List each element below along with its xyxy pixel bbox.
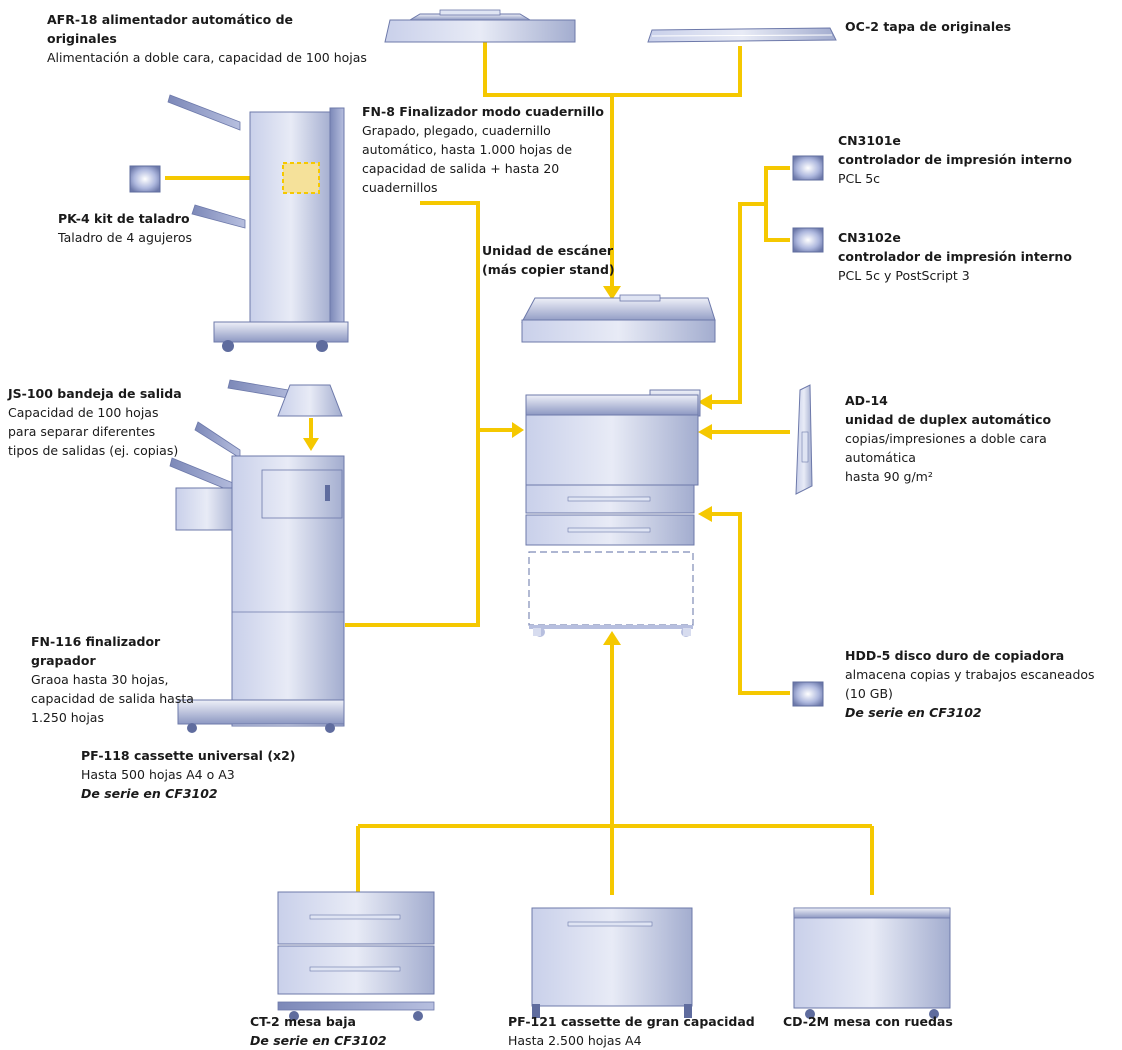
connector-bottom xyxy=(356,640,874,895)
fn116-title: FN-116 finalizador grapador xyxy=(31,634,161,668)
ct2-device xyxy=(277,891,435,1021)
cn3102e-title: CN3102e xyxy=(838,230,901,245)
js100-title: JS-100 bandeja de salida xyxy=(8,386,182,401)
pf118-std: De serie en CF3102 xyxy=(81,786,218,801)
cn3102e-subtitle: controlador de impresión interno xyxy=(838,249,1072,264)
fn8-label: FN-8 Finalizador modo cuadernillo Grapad… xyxy=(362,102,612,197)
pf121-title: PF-121 cassette de gran capacidad xyxy=(508,1014,755,1029)
afr18-device xyxy=(384,9,576,43)
ad14-desc2: hasta 90 g/m² xyxy=(845,469,933,484)
ct2-title: CT-2 mesa baja xyxy=(250,1014,356,1029)
cd2m-label: CD-2M mesa con ruedas xyxy=(783,1012,983,1031)
js100-device xyxy=(227,379,343,417)
ad14-label: AD-14 unidad de duplex automático copias… xyxy=(845,391,1065,486)
ad14-desc: copias/impresiones a doble cara automáti… xyxy=(845,431,1047,465)
pk4-label: PK-4 kit de taladro Taladro de 4 agujero… xyxy=(58,209,258,247)
connector-cn3101e xyxy=(764,166,790,242)
cn3101e-desc: PCL 5c xyxy=(838,171,881,186)
fn116-label: FN-116 finalizador grapador Graoa hasta … xyxy=(31,632,216,727)
connector-fn116 xyxy=(345,430,480,627)
main-copier xyxy=(525,389,701,637)
scanner-subtitle: (más copier stand) xyxy=(482,262,615,277)
pf118-title: PF-118 cassette universal (x2) xyxy=(81,748,296,763)
cn3102e-desc: PCL 5c y PostScript 3 xyxy=(838,268,970,283)
oc2-title: OC-2 tapa de originales xyxy=(845,19,1012,34)
arrowhead-hdd5 xyxy=(698,506,712,522)
ct2-std: De serie en CF3102 xyxy=(250,1033,387,1048)
ad14-subtitle: unidad de duplex automático xyxy=(845,412,1052,427)
connector-lines xyxy=(165,42,874,895)
arrowhead-scanner xyxy=(603,286,621,300)
hdd5-desc: almacena copias y trabajos escaneados (1… xyxy=(845,667,1095,701)
scanner-device xyxy=(521,294,716,343)
connector-oc2 xyxy=(612,46,742,97)
afr18-label: AFR-18 alimentador automático de origina… xyxy=(47,10,367,67)
connector-fn8 xyxy=(420,201,515,432)
cn3101e-chip-icon xyxy=(792,155,824,181)
pk4-title: PK-4 kit de taladro xyxy=(58,211,190,226)
hdd5-std: De serie en CF3102 xyxy=(845,705,982,720)
ad14-device xyxy=(795,384,813,495)
hdd5-label: HDD-5 disco duro de copiadora almacena c… xyxy=(845,646,1117,722)
arrowhead-js100 xyxy=(303,438,319,451)
cn3101e-title: CN3101e xyxy=(838,133,901,148)
cn3101e-label: CN3101e controlador de impresión interno… xyxy=(838,131,1098,188)
cn3102e-label: CN3102e controlador de impresión interno… xyxy=(838,228,1098,285)
cd2m-device xyxy=(793,907,951,1019)
pk4-chip-icon xyxy=(129,165,161,193)
oc2-label: OC-2 tapa de originales xyxy=(845,17,1065,36)
connector-afr18 xyxy=(483,42,612,97)
oc2-device xyxy=(647,27,837,43)
pf121-desc: Hasta 2.500 hojas A4 xyxy=(508,1033,642,1048)
pf121-device xyxy=(531,907,693,1018)
pf118-label: PF-118 cassette universal (x2) Hasta 500… xyxy=(81,746,321,803)
pk4-desc: Taladro de 4 agujeros xyxy=(58,230,193,245)
arrowhead-fn8 xyxy=(512,422,524,438)
afr18-title: AFR-18 alimentador automático de origina… xyxy=(47,12,294,46)
hdd5-chip-icon xyxy=(792,681,824,707)
pf118-desc: Hasta 500 hojas A4 o A3 xyxy=(81,767,235,782)
arrowhead-bottom xyxy=(603,631,621,645)
ct2-label: CT-2 mesa baja De serie en CF3102 xyxy=(250,1012,450,1050)
afr18-desc: Alimentación a doble cara, capacidad de … xyxy=(47,50,367,65)
scanner-label: Unidad de escáner (más copier stand) xyxy=(482,241,682,279)
cd2m-title: CD-2M mesa con ruedas xyxy=(783,1014,953,1029)
arrowhead-cn3101e xyxy=(698,394,712,410)
fn8-device xyxy=(167,94,349,352)
pf121-label: PF-121 cassette de gran capacidad Hasta … xyxy=(508,1012,768,1050)
fn116-desc: Graoa hasta 30 hojas, capacidad de salid… xyxy=(31,672,194,725)
js100-desc: Capacidad de 100 hojas para separar dife… xyxy=(8,405,179,458)
fn8-desc: Grapado, plegado, cuadernillo automático… xyxy=(362,123,573,195)
connector-cn3102e xyxy=(708,202,766,404)
fn8-title: FN-8 Finalizador modo cuadernillo xyxy=(362,104,604,119)
hdd5-title: HDD-5 disco duro de copiadora xyxy=(845,648,1065,663)
connector-hdd5 xyxy=(708,512,790,695)
cn3102e-chip-icon xyxy=(792,227,824,253)
fn116-device xyxy=(169,421,345,733)
arrowhead-ad14 xyxy=(698,424,712,440)
js100-label: JS-100 bandeja de salida Capacidad de 10… xyxy=(8,384,188,460)
ad14-title: AD-14 xyxy=(845,393,888,408)
scanner-title: Unidad de escáner xyxy=(482,243,614,258)
cn3101e-subtitle: controlador de impresión interno xyxy=(838,152,1072,167)
